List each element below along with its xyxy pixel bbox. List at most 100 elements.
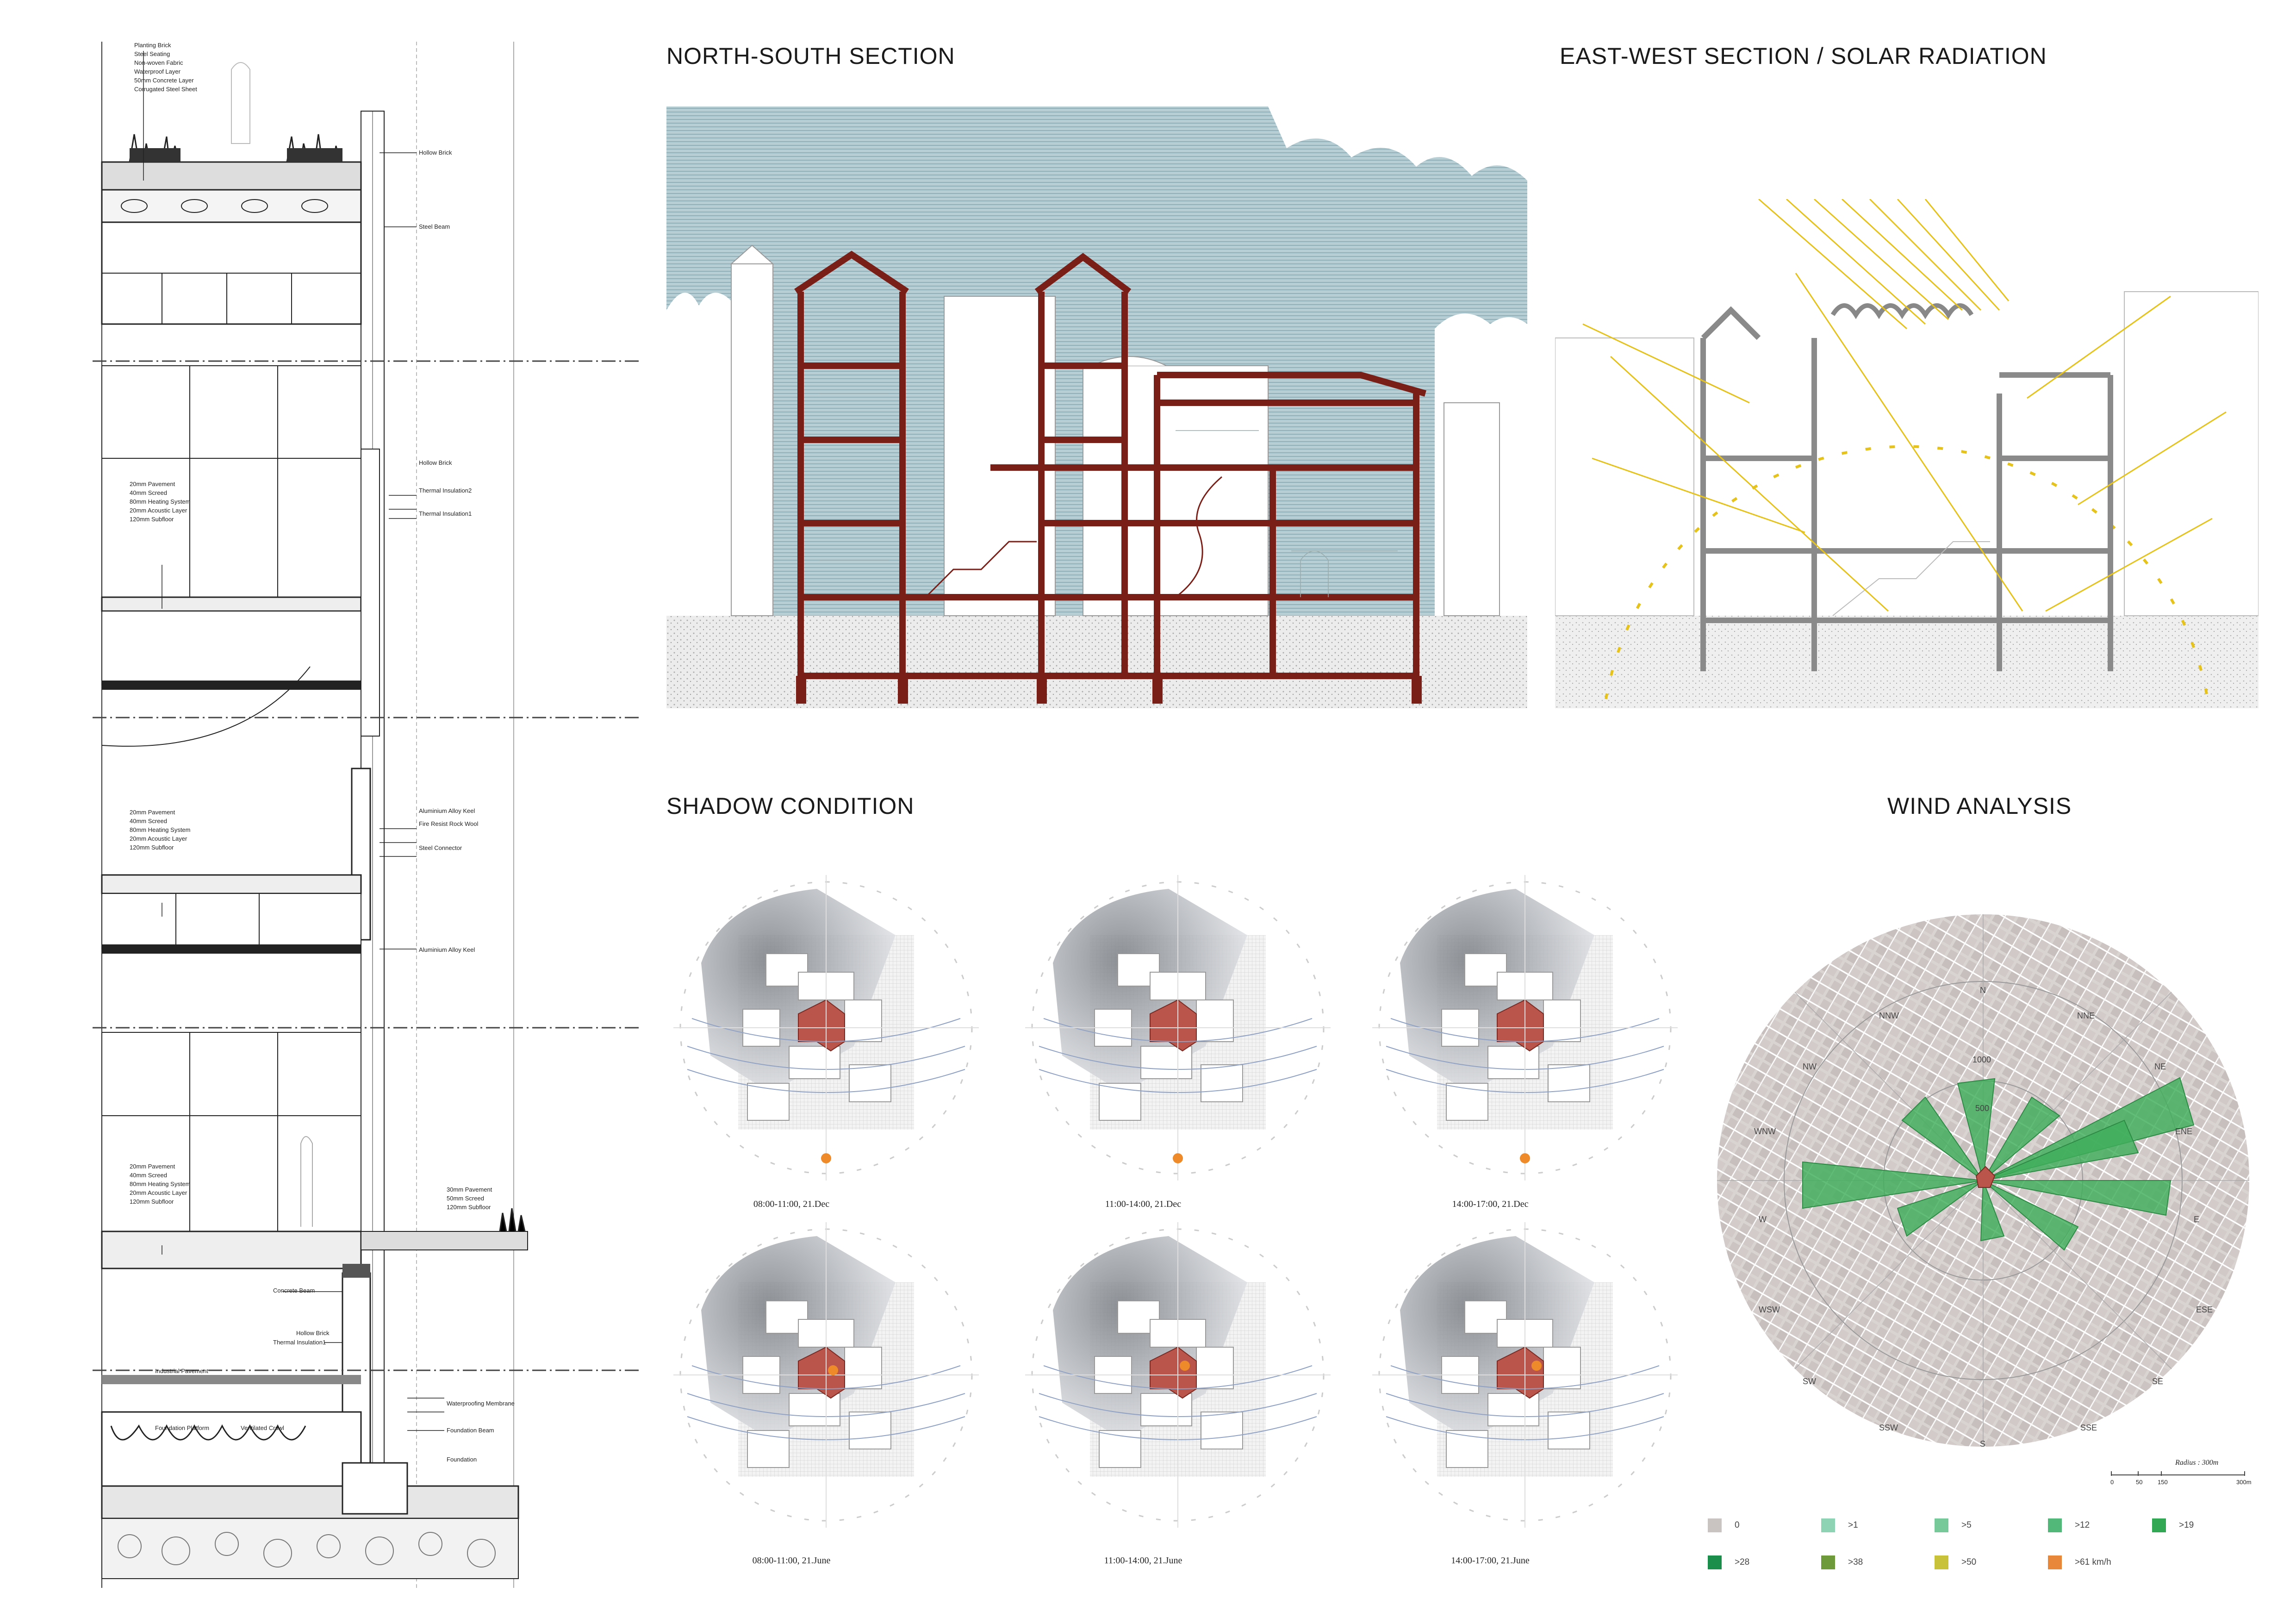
shadow-disk-june-evening — [1371, 1221, 1679, 1529]
wind-dir-label: W — [1759, 1215, 1767, 1224]
legend-label: >50 — [1961, 1557, 1977, 1567]
roof-layer: Waterproof Layer — [134, 68, 180, 75]
thermal-insulation2-label: Thermal Insulation2 — [419, 487, 472, 494]
terrace-layer: 30mm Pavement — [447, 1186, 492, 1193]
foundation-platform-label: Foundation Platform — [155, 1424, 210, 1431]
shadow-caption: 11:00-14:00, 21.June — [1104, 1555, 1182, 1566]
floor3-layers-note: 20mm Pavement 40mm Screed 80mm Heating S… — [130, 1162, 191, 1206]
shadow-heading: SHADOW CONDITION — [666, 793, 915, 819]
wind-dir-label: WSW — [1759, 1305, 1780, 1314]
thermal-insulation-low-label: Thermal Insulation1 — [273, 1339, 326, 1346]
roof-layer: Corrugated Steel Sheet — [134, 86, 197, 93]
shadow-diagrams — [662, 875, 1699, 1593]
floor-layer: 120mm Subfloor — [130, 1198, 174, 1205]
wind-rose-drawing — [1717, 914, 2249, 1447]
wind-dir-label: NNE — [2077, 1011, 2095, 1020]
sun-position-dots — [821, 1153, 1542, 1375]
shadow-diagrams-drawing — [672, 875, 1679, 1529]
floor-layer: 40mm Screed — [130, 489, 167, 496]
legend-label: >1 — [1848, 1520, 1858, 1530]
concrete-beam-label: Concrete Beam — [273, 1287, 315, 1294]
ground-band — [666, 616, 1527, 708]
shadow-caption: 11:00-14:00, 21.Dec — [1105, 1199, 1182, 1209]
floor-layer: 20mm Pavement — [130, 1163, 175, 1170]
foundation-label: Foundation — [447, 1456, 477, 1463]
steel-beam-label: Steel Beam — [419, 223, 450, 230]
scale-tick: 300m — [2236, 1479, 2252, 1486]
wind-dir-label: NNW — [1879, 1011, 1899, 1020]
legend-swatch — [1821, 1555, 1835, 1569]
roof-planting — [101, 62, 362, 223]
terrace-layers-note: 30mm Pavement 50mm Screed 120mm Subfloor — [447, 1185, 492, 1212]
wind-ring-label: 500 — [1975, 1104, 1990, 1113]
roof-layers-note: Planting Brick Steel Seating Non-woven F… — [134, 41, 197, 94]
shadow-caption: 08:00-11:00, 21.June — [752, 1555, 831, 1566]
scale-bar: Radius : 300m 0 50 150 300m — [2110, 1458, 2252, 1491]
wind-dir-label: SSW — [1879, 1423, 1898, 1432]
legend-label: >19 — [2179, 1520, 2194, 1530]
shadow-disk-dec-morning — [672, 875, 980, 1181]
wind-rose — [1708, 856, 2268, 1458]
legend-swatch — [2048, 1518, 2062, 1532]
floor-layer: 120mm Subfloor — [130, 516, 174, 523]
floor-layer: 80mm Heating System — [130, 826, 191, 833]
wind-dir-label: E — [2194, 1215, 2200, 1224]
wind-dir-label: ENE — [2175, 1127, 2193, 1136]
wind-dir-label: N — [1980, 986, 1986, 995]
roof-layer: Non-woven Fabric — [134, 59, 183, 66]
floor-layer: 20mm Acoustic Layer — [130, 835, 187, 842]
fire-resist-label: Fire Resist Rock Wool — [419, 820, 479, 827]
thermal-insulation1-label: Thermal Insulation1 — [419, 510, 472, 517]
wind-dir-label: S — [1980, 1439, 1986, 1449]
floor-layer: 80mm Heating System — [130, 498, 191, 505]
foundation-beam-label: Foundation Beam — [447, 1427, 494, 1434]
north-south-drawing — [666, 106, 1527, 708]
legend-swatch — [1935, 1555, 1948, 1569]
roof-layer: Planting Brick — [134, 42, 171, 49]
wind-dir-label: NE — [2154, 1062, 2166, 1071]
north-south-section — [666, 106, 1527, 708]
industrial-pavement-label: Industrial Pavement — [155, 1368, 208, 1374]
wind-dir-label: SW — [1803, 1377, 1816, 1386]
legend-swatch — [2048, 1555, 2062, 1569]
floor-layer: 20mm Pavement — [130, 809, 175, 816]
wall-detail-drawing — [93, 42, 639, 1588]
east-west-heading: EAST-WEST SECTION / SOLAR RADIATION — [1560, 43, 2047, 69]
roof-layer: Steel Seating — [134, 50, 170, 57]
wind-dir-label: SE — [2152, 1377, 2164, 1386]
legend-swatch — [1935, 1518, 1948, 1532]
scale-tick: 0 — [2110, 1479, 2114, 1486]
shadow-caption: 14:00-17:00, 21.Dec — [1452, 1199, 1529, 1209]
roof-layer: 50mm Concrete Layer — [134, 77, 194, 84]
shadow-disk-dec-evening — [1371, 875, 1679, 1181]
wind-ring-label: 1000 — [1972, 1055, 1991, 1064]
ventilated-crawl-label: Ventilated Crawl — [241, 1424, 284, 1431]
floor-layer: 40mm Screed — [130, 1172, 167, 1179]
shadow-disk-june-morning — [672, 1221, 980, 1529]
wind-dir-label: SSE — [2080, 1423, 2097, 1432]
wind-dir-label: ESE — [2196, 1305, 2213, 1314]
legend-label: >28 — [1735, 1557, 1750, 1567]
shadow-caption: 14:00-17:00, 21.June — [1451, 1555, 1530, 1566]
wind-heading: WIND ANALYSIS — [1887, 793, 2072, 819]
wind-legend: 0 >1 >5 >12 >19 >28 >38 >50 >61 km/h — [1708, 1518, 2272, 1583]
shadow-disk-june-noon — [1024, 1221, 1332, 1529]
scale-bar-line — [2111, 1471, 2245, 1476]
legend-swatch — [1708, 1518, 1722, 1532]
east-west-section — [1555, 199, 2259, 708]
floor1-layers-note: 20mm Pavement 40mm Screed 80mm Heating S… — [130, 480, 191, 524]
floor-layer: 40mm Screed — [130, 818, 167, 824]
hollow-brick-low-label: Hollow Brick — [296, 1330, 330, 1337]
terrace-layer: 120mm Subfloor — [447, 1204, 491, 1211]
legend-swatch — [2152, 1518, 2166, 1532]
floor-layer: 20mm Pavement — [130, 481, 175, 487]
north-south-heading: NORTH-SOUTH SECTION — [666, 43, 955, 69]
wind-dir-label: NW — [1803, 1062, 1817, 1071]
aluminium-keel-label: Aluminium Alloy Keel — [419, 807, 475, 814]
ground-band — [1555, 616, 2259, 708]
solar-rays — [1582, 199, 2227, 612]
aluminium-keel-2-label: Aluminium Alloy Keel — [419, 946, 475, 953]
legend-swatch — [1821, 1518, 1835, 1532]
hollow-brick-mid-label: Hollow Brick — [419, 459, 452, 466]
legend-label: >12 — [2075, 1520, 2090, 1530]
